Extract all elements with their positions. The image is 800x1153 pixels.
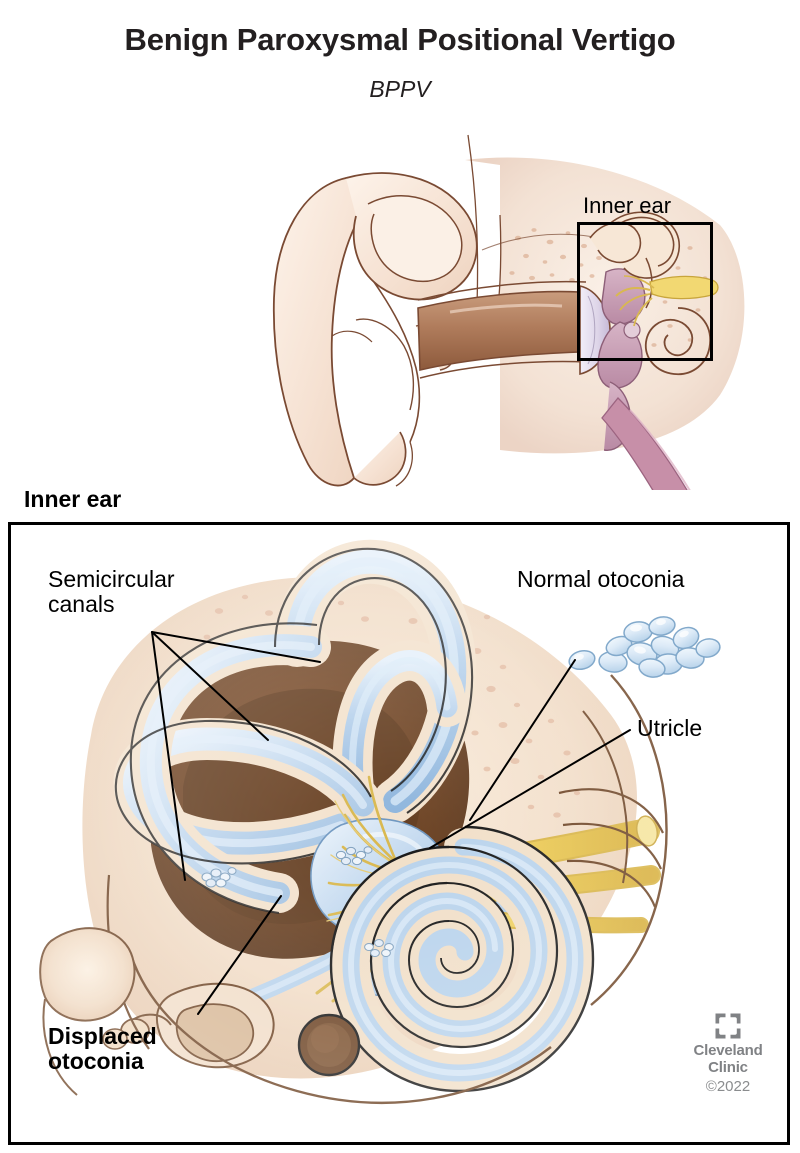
inner-ear-callout-label: Inner ear xyxy=(583,193,672,218)
logo-brand-line-1: Cleveland xyxy=(693,1042,763,1059)
page-title: Benign Paroxysmal Positional Vertigo xyxy=(124,22,676,57)
ear-cross-section-illustration xyxy=(250,130,760,490)
label-normal-otoconia: Normal otoconia xyxy=(517,566,685,592)
logo-brand-line-2: Clinic xyxy=(708,1058,748,1076)
page-subtitle: BPPV xyxy=(369,76,431,102)
label-displaced-otoconia: Displaced otoconia xyxy=(48,1023,157,1074)
label-semicircular-canals: Semicircular canals xyxy=(48,566,175,617)
copyright-text: ©2022 xyxy=(705,1077,751,1095)
panel-title-inner-ear: Inner ear xyxy=(24,486,122,512)
cleveland-clinic-logo-icon xyxy=(715,1013,741,1039)
cleveland-clinic-logo: Cleveland Clinic ©2022 xyxy=(685,1013,771,1096)
label-utricle: Utricle xyxy=(637,715,703,741)
normal-otoconia-crystals xyxy=(568,616,721,678)
